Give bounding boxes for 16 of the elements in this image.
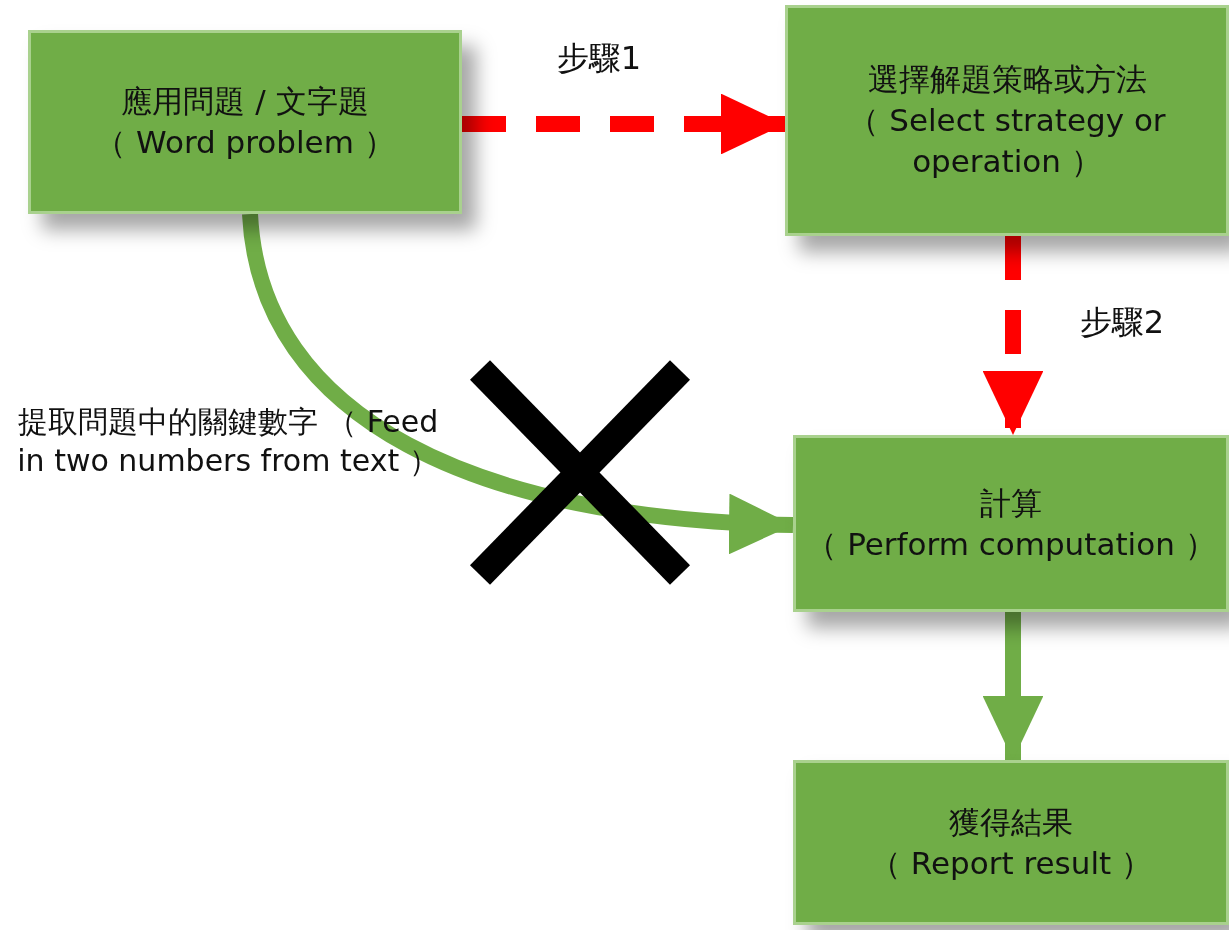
process-box	[28, 30, 462, 214]
process-box	[793, 760, 1229, 925]
box-text: 選擇解題策略或方法	[867, 60, 1147, 100]
process-box	[785, 5, 1229, 236]
box-text: （ Perform computation ）	[806, 524, 1216, 564]
box-text: （ Select strategy or operation ）	[847, 101, 1167, 181]
process-box	[793, 435, 1229, 612]
arrow	[982, 236, 1044, 435]
box-text: （ Report result ）	[870, 843, 1152, 883]
box-text: 獲得結果	[949, 802, 1073, 842]
box-text: （ Word problem ）	[95, 123, 395, 162]
arrow	[242, 212, 794, 553]
box-text: 計算	[980, 483, 1042, 523]
arrow	[982, 612, 1044, 760]
box-text: 應用問題 / 文字題	[121, 82, 369, 122]
arrow	[462, 93, 785, 155]
